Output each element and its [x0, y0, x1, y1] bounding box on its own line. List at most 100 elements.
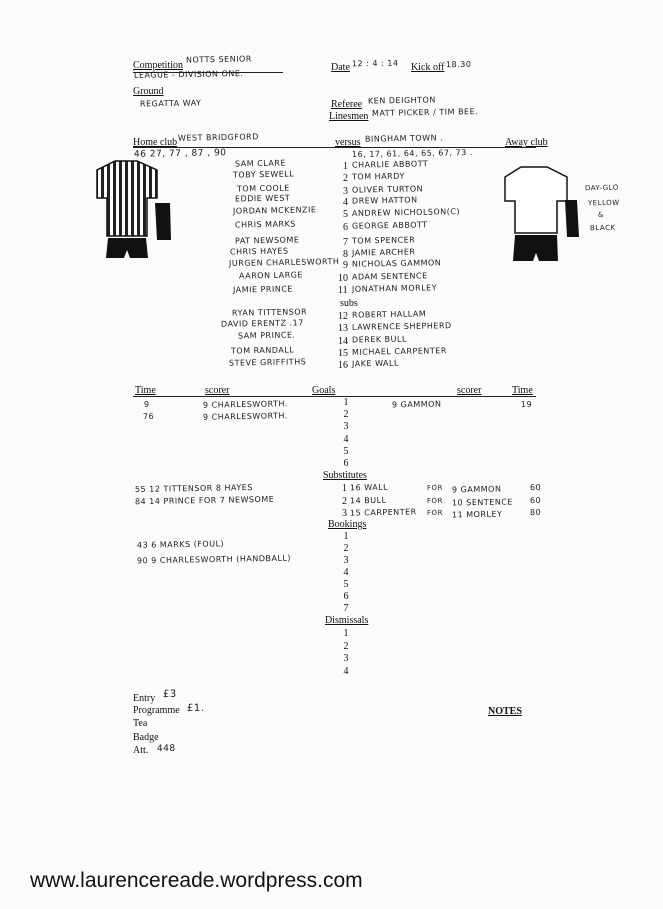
row-number: 4: [343, 567, 349, 578]
goals-time-label: Time: [135, 385, 156, 396]
row-number: 2: [343, 640, 349, 652]
home-player: TOBY SEWELL: [232, 169, 295, 180]
away-player-number: 16: [338, 360, 348, 371]
bookings-title: Bookings: [328, 519, 367, 530]
tea-label: Tea: [133, 718, 148, 729]
away-kit-desc: DAY-GLO: [584, 183, 619, 193]
home-player: DAVID ERENTZ .17: [220, 318, 304, 329]
sub-number: 2: [342, 495, 347, 507]
programme-label: Programme: [133, 705, 180, 716]
home-kit-icon: [96, 160, 171, 258]
sub-on: 16 WALL: [349, 482, 389, 493]
subs-label: subs: [340, 298, 358, 309]
home-player: RYAN TITTENSOR: [231, 307, 308, 318]
away-player-name: OLIVER TURTON: [351, 184, 424, 195]
badge-label: Badge: [133, 732, 159, 743]
competition-value-2: LEAGUE - DIVISION ONE.: [133, 69, 244, 80]
row-number: 5: [343, 445, 349, 457]
programme-value: £1.: [186, 702, 205, 715]
away-player-name: ANDREW NICHOLSON(C): [351, 207, 461, 218]
row-number: 3: [343, 653, 349, 664]
away-player-name: MICHAEL CARPENTER: [351, 346, 447, 357]
row-number: 4: [343, 665, 349, 677]
away-kit-icon: [504, 166, 579, 261]
away-player-number: 15: [338, 348, 348, 359]
away-player-number: 13: [338, 323, 348, 334]
goals-scorer-label: scorer: [205, 385, 230, 396]
away-player-name: GEORGE ABBOTT: [351, 220, 428, 231]
away-player-number: 11: [338, 285, 348, 296]
away-player-number: 10: [338, 273, 348, 284]
away-goal-time: 19: [520, 399, 533, 410]
away-player-number: 9: [343, 260, 348, 271]
att-label: Att.: [133, 745, 149, 756]
away-player-name: TOM SPENCER: [351, 235, 416, 246]
home-player: CHRIS MARKS: [234, 219, 296, 230]
date-label: Date: [331, 62, 350, 73]
home-player: TOM COOLE: [236, 183, 290, 194]
home-goal-scorer: 9 CHARLESWORTH.: [202, 399, 288, 410]
sub-on: 15 CARPENTER: [349, 507, 417, 518]
row-number: 2: [343, 409, 349, 421]
dismissals-title: Dismissals: [325, 615, 369, 626]
home-goal-time: 9: [143, 399, 150, 410]
away-player-number: 1: [343, 161, 348, 172]
away-goal-scorer: 9 GAMMON: [391, 399, 442, 410]
away-player-name: CHARLIE ABBOTT: [351, 159, 429, 170]
sub-number: 3: [342, 508, 347, 519]
versus-label: versus: [335, 137, 361, 148]
home-goal-scorer: 9 CHARLESWORTH.: [202, 411, 288, 422]
ground-value: REGATTA WAY: [139, 98, 202, 109]
away-player-name: JAMIE ARCHER: [351, 247, 416, 258]
linesmen-value: MATT PICKER / TIM BEE.: [371, 107, 479, 118]
website-watermark: www.laurencereade.wordpress.com: [30, 869, 363, 892]
row-number: 3: [343, 555, 349, 566]
sub-time: 60: [529, 495, 542, 505]
sub-for-label: FOR: [426, 496, 443, 505]
sub-number: 1: [342, 483, 347, 494]
referee-value: KEN DEIGHTON: [367, 95, 436, 106]
sub-off: 9 GAMMON: [451, 484, 502, 495]
entry-value: £3: [162, 688, 177, 701]
row-number: 6: [343, 591, 349, 602]
away-club-label: Away club: [505, 137, 548, 148]
goals-time-label: Time: [512, 385, 533, 396]
away-kit-desc: YELLOW: [587, 198, 620, 208]
away-player-name: NICHOLAS GAMMON: [351, 258, 442, 269]
away-player-name: DEREK BULL: [351, 334, 407, 345]
sub-for-label: FOR: [426, 508, 443, 518]
row-number: 1: [343, 531, 349, 542]
sub-off: 10 SENTENCE: [451, 496, 513, 508]
home-player: CHRIS HAYES: [229, 246, 289, 257]
goals-title: Goals: [312, 385, 336, 396]
away-player-number: 6: [343, 222, 348, 233]
row-number: 4: [343, 433, 349, 445]
row-number: 2: [343, 543, 349, 554]
substitutes-title: Substitutes: [323, 470, 367, 481]
away-player-number: 3: [343, 186, 348, 197]
home-player: EDDIE WEST: [234, 193, 291, 204]
row-number: 1: [343, 397, 349, 408]
away-player-name: JAKE WALL: [351, 358, 399, 369]
home-player: STEVE GRIFFITHS: [228, 357, 307, 368]
divider: [133, 396, 536, 397]
competition-label: Competition: [133, 60, 183, 71]
home-sub: 84 14 PRINCE FOR 7 NEWSOME: [134, 494, 275, 507]
sub-time: 80: [529, 507, 542, 518]
sub-for-label: FOR: [426, 483, 443, 493]
home-player: JAMIE PRINCE: [232, 284, 293, 295]
away-player-number: 4: [343, 197, 348, 208]
home-player: PAT NEWSOME: [234, 235, 300, 246]
home-club-label: Home club: [133, 137, 178, 148]
away-player-number: 14: [338, 336, 348, 347]
away-player-number: 8: [343, 249, 348, 260]
home-player: AARON LARGE: [238, 270, 304, 281]
home-goal-time: 76: [142, 411, 155, 422]
home-player: SAM CLARE: [234, 158, 287, 169]
divider: [133, 72, 283, 73]
booking-entry: 43 6 MARKS (FOUL): [136, 539, 225, 550]
away-player-name: JONATHAN MORLEY: [351, 283, 438, 294]
away-player-number: 5: [343, 209, 348, 220]
home-sub: 55 12 TITTENSOR 8 HAYES: [134, 482, 253, 495]
ground-label: Ground: [133, 86, 164, 97]
